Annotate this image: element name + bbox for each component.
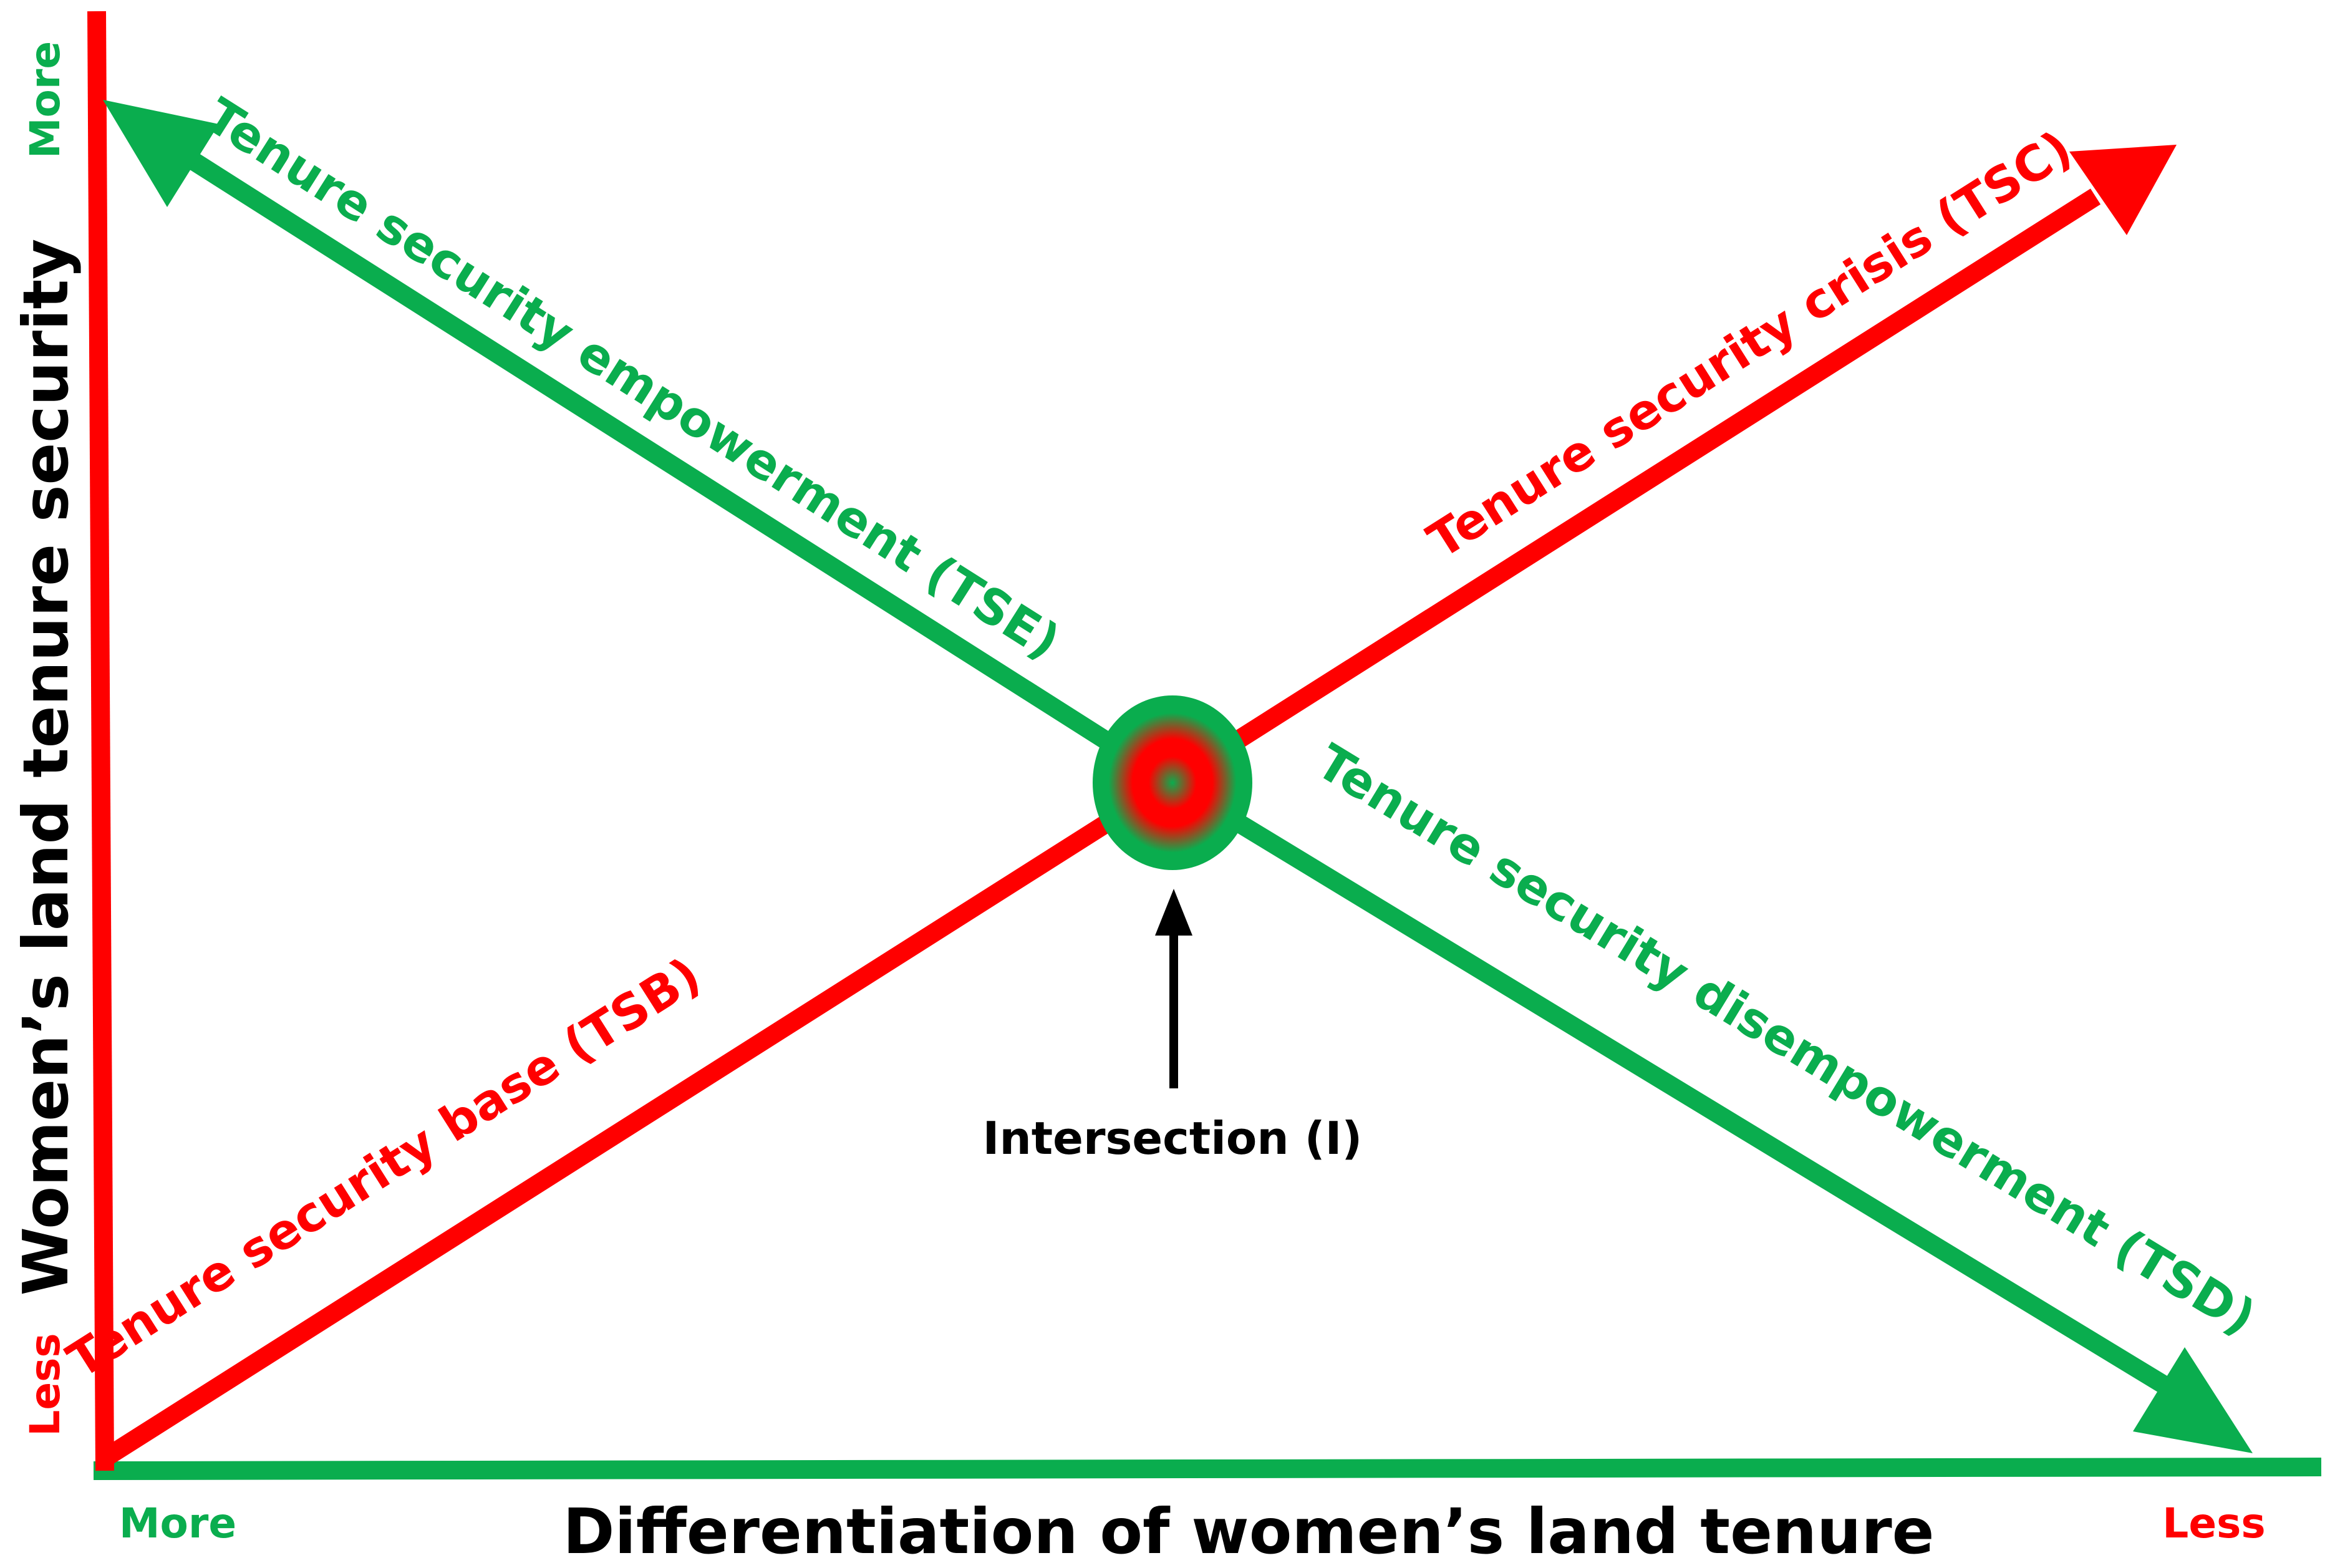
tsb-tsc-arrow-line	[97, 188, 2101, 1468]
tsd-arrow-line	[1168, 775, 2189, 1405]
intersection-label: Intersection (I)	[983, 1112, 1363, 1164]
y-axis-more-label: More	[21, 41, 69, 158]
y-axis-less-label: Less	[21, 1333, 69, 1436]
x-axis-line	[93, 1458, 2322, 1480]
tsc-label: Tenure security crisis (TSC)	[1418, 120, 2082, 570]
tsc-arrowhead	[2069, 145, 2177, 235]
x-axis-less-label: Less	[2162, 1499, 2265, 1547]
tsd-arrowhead	[2133, 1347, 2253, 1453]
x-axis-title: Differentiation of women’s land tenure	[563, 1495, 1935, 1568]
intersection-marker	[1093, 695, 1252, 870]
tse-label: Tenure security empowerment (TSE)	[195, 88, 1069, 670]
intersection-pointer-arrowhead	[1155, 889, 1192, 936]
tsd-label: Tenure security disempowerment (TSD)	[1307, 734, 2265, 1347]
x-axis-more-label: More	[119, 1499, 236, 1547]
tsb-label: Tenure security base (TSB)	[58, 947, 710, 1389]
y-axis-title: Women’s land tenure security	[9, 239, 82, 1296]
tse-arrowhead	[103, 100, 219, 207]
y-axis-line	[87, 11, 114, 1471]
tse-arrow-line	[188, 153, 1178, 791]
